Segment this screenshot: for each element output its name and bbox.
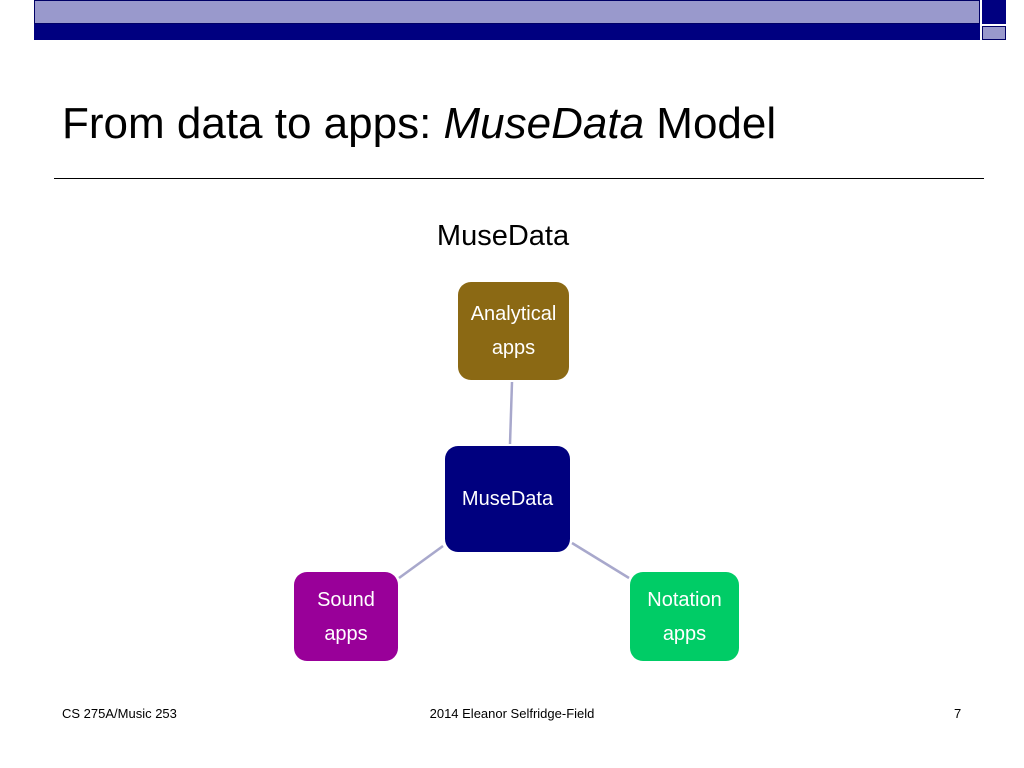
node-analytical-apps-line1: Analytical <box>470 303 557 325</box>
footer-course: CS 275A/Music 253 <box>62 706 177 721</box>
header-bar-dark <box>34 24 980 40</box>
slide-title-emphasis: MuseData <box>443 99 645 148</box>
connector-center-to-left <box>398 544 444 580</box>
node-analytical-apps: Analytical apps <box>458 282 569 380</box>
node-analytical-apps-line2: apps <box>491 337 536 359</box>
node-notation-apps-line2: apps <box>662 622 707 645</box>
slide-title: From data to apps: MuseData Model <box>62 94 776 154</box>
node-notation-apps-line1: Notation <box>647 588 722 611</box>
diagram-heading: MuseData <box>436 220 570 252</box>
node-sound-apps-line1: Sound <box>317 588 375 611</box>
node-notation-apps: Notation apps <box>630 572 739 661</box>
header-bar-light <box>34 0 980 24</box>
header-square-light <box>982 26 1006 40</box>
node-musedata: MuseData <box>445 446 570 552</box>
connector-center-to-right <box>571 541 630 580</box>
title-divider <box>54 178 984 179</box>
node-sound-apps: Sound apps <box>294 572 398 661</box>
slide-title-prefix: From data to apps: <box>62 99 444 148</box>
footer-credit: 2014 Eleanor Selfridge-Field <box>429 706 595 721</box>
slide-title-suffix: Model <box>644 99 777 148</box>
connector-center-to-top <box>508 381 514 445</box>
node-sound-apps-line2: apps <box>324 622 368 645</box>
node-musedata-label: MuseData <box>461 488 554 510</box>
header-square-dark <box>982 0 1006 24</box>
footer-page-number: 7 <box>954 706 962 721</box>
